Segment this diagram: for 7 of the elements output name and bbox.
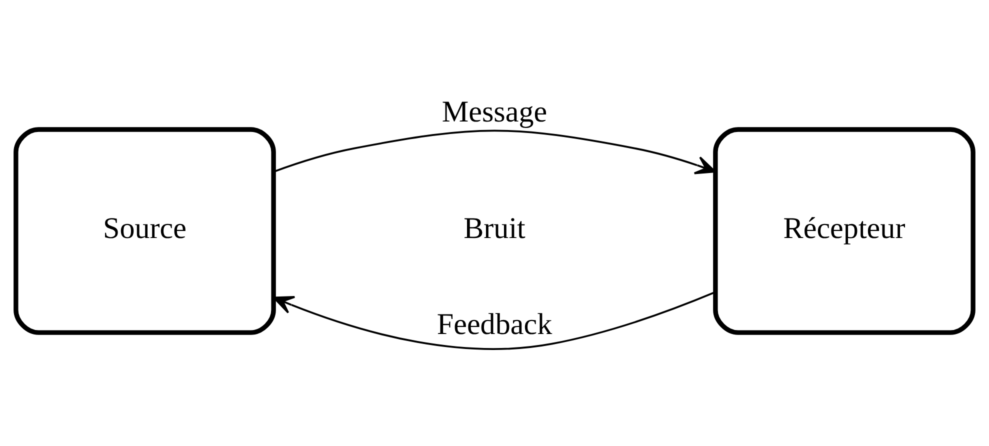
arrow [274,129,716,174]
arrow [273,290,716,350]
node-box: Récepteur [713,126,976,334]
label: Bruit [464,210,526,245]
node-box: Source [14,126,276,334]
edge-label: Message [442,94,548,128]
edge-label: Feedback [436,306,552,341]
